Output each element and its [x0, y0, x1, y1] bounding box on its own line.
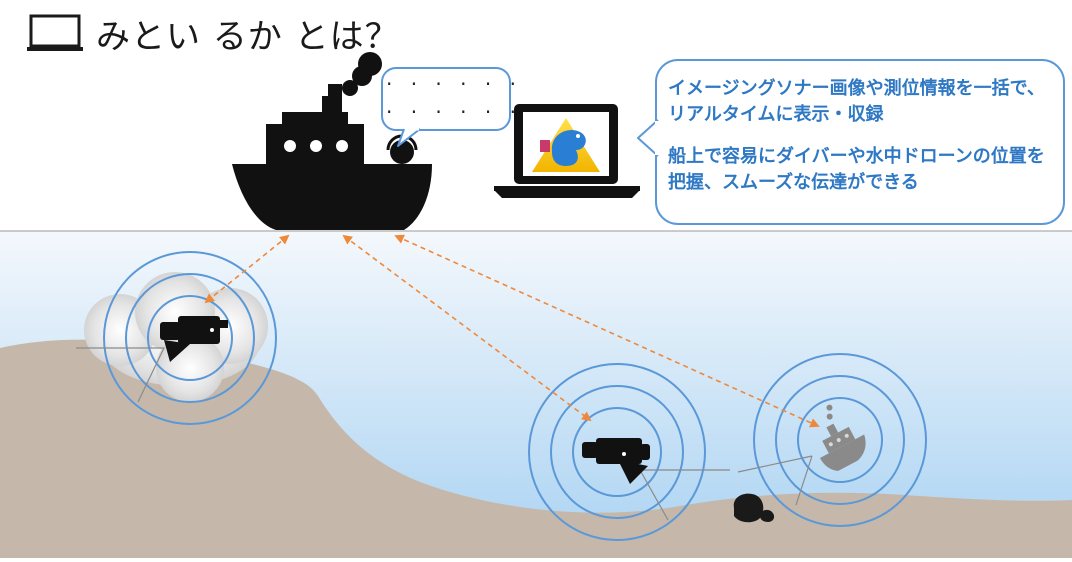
sonar-rings-right — [753, 353, 927, 527]
operator-headset-icon — [382, 134, 422, 190]
speech-bubble-line-2: · · · · · · — [386, 100, 522, 124]
callout-text: イメージングソナー画像や測位情報を一括で、リアルタイムに表示・収録 船上で容易に… — [668, 76, 1060, 196]
page-title: みとい るか とは？ — [26, 8, 400, 58]
laptop-icon — [27, 14, 83, 51]
underwater-drone-icon — [582, 438, 650, 484]
seabed — [0, 339, 1072, 558]
rocks-icon — [733, 493, 775, 523]
callout-line-1: イメージングソナー画像や測位情報を一括で、リアルタイムに表示・収録 — [668, 78, 1045, 125]
laptop-icon — [494, 104, 640, 198]
callout-box — [637, 59, 1065, 225]
speech-bubble — [381, 67, 511, 147]
ship-portholes — [284, 140, 348, 152]
title-text: みとい るか とは？ — [96, 16, 400, 57]
callout-line-2: 船上で容易にダイバーや水中ドローンの位置を把握、スムーズな伝達ができる — [668, 146, 1045, 193]
sonar-rings-left — [103, 251, 277, 425]
shipwreck-icon — [819, 404, 866, 471]
speech-bubble-text: · · · · · · · · · · · · — [386, 70, 522, 126]
speech-bubble-line-1: · · · · · · — [386, 72, 522, 96]
link-arrows — [204, 234, 820, 428]
ship-icon — [232, 52, 432, 230]
underwater-drone-icon — [160, 316, 228, 362]
